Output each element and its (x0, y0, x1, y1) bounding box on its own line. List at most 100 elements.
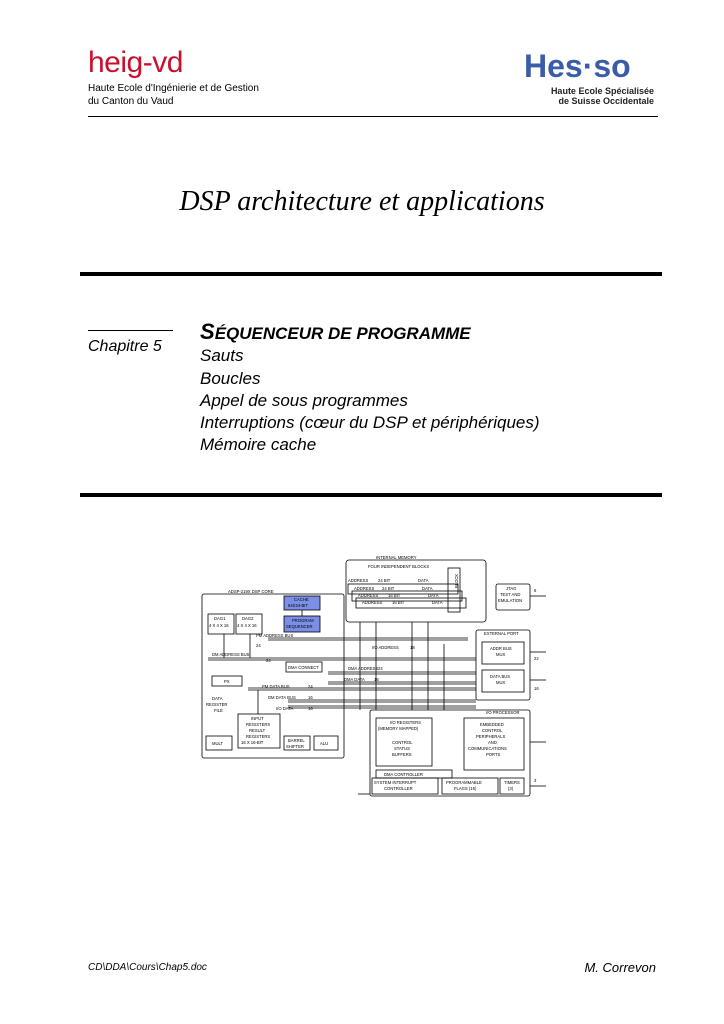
mult-box (205, 735, 233, 751)
label-barrel: BARREL (288, 738, 305, 743)
label-data: DATA (418, 578, 429, 583)
label-n24: 24 (378, 666, 383, 671)
label-px: PX (224, 679, 230, 684)
chapter-rule (88, 330, 173, 331)
label-emulation: EMULATION (498, 598, 522, 603)
label-data: DATA (422, 586, 433, 591)
label-pm-address-bus: PM ADDRESS BUS (256, 633, 293, 638)
label-dag2: DAG2 (242, 616, 254, 621)
label-sequencer: SEQUENCER (286, 624, 313, 629)
label-n16: 16 (534, 686, 539, 691)
label-buffers: BUFFERS (392, 752, 412, 757)
label-result: RESULT (249, 728, 266, 733)
heig-vd-line2: du Canton du Vaud (88, 96, 174, 107)
label-control: CONTROL (482, 728, 503, 733)
label-cache: CACHE (294, 597, 309, 602)
document-title: DSP architecture et applications (179, 186, 545, 217)
dag2-box (235, 613, 263, 635)
label-n16: 16 (374, 677, 379, 682)
label-n16: 16 (308, 695, 313, 700)
label-mult: MULT (212, 741, 224, 746)
label-24bit: 24 BIT (378, 578, 391, 583)
label-dma-data: DMA DATA (344, 677, 365, 682)
label-cache-size: 64X24-BIT (288, 603, 308, 608)
label-n18: 18 (410, 645, 415, 650)
label-program: PROGRAM (292, 618, 314, 623)
label-address: ADDRESS (358, 593, 378, 598)
memory-block-2 (351, 590, 463, 602)
label-dm-address-bus: DM ADDRESS BUS (212, 652, 250, 657)
heig-vd-logo: heig-vd (88, 46, 183, 79)
label-registers: REGISTERS (246, 734, 270, 739)
footer-file-path: CD\DDA\Cours\Chap5.doc (88, 962, 207, 973)
external-port-box (475, 629, 531, 701)
footer-author: M. Correvon (584, 960, 656, 975)
label-status: STATUS (394, 746, 410, 751)
block-label-column (447, 567, 461, 613)
label-address: ADDRESS (354, 586, 374, 591)
label-internal-memory: INTERNAL MEMORY (376, 555, 417, 560)
dag1-box (207, 613, 235, 635)
label-shifter: SHIFTER (286, 744, 304, 749)
label-register: REGISTER (206, 702, 227, 707)
bottom-thick-rule (80, 493, 662, 497)
label-n22: 22 (534, 656, 539, 661)
programmable-flags-box (441, 777, 499, 795)
label-controller: CONTROLLER (384, 786, 413, 791)
label-data: DATA (428, 593, 439, 598)
label-16bit: 16 BIT (388, 593, 401, 598)
label-n24: 24 (266, 658, 271, 663)
label-control: CONTROL (392, 740, 413, 745)
memory-block-3 (355, 597, 467, 609)
label-io-data: I/O DATA (276, 706, 294, 711)
label-address: ADDRESS (348, 578, 368, 583)
label-dag1: DAG1 (214, 616, 226, 621)
dsp-block-diagram: INTERNAL MEMORY FOUR INDEPENDENT BLOCKS … (201, 555, 546, 797)
label-dma-address: DMA ADDRESS (348, 666, 378, 671)
label-input: INPUT (251, 716, 264, 721)
io-registers-box (375, 717, 433, 767)
label-24bit: 24 BIT (382, 586, 395, 591)
dsp-core-box (201, 593, 345, 759)
jtag-box (495, 583, 531, 611)
label-n3: 3 (534, 778, 537, 783)
label-n24: 24 (308, 684, 313, 689)
label-and: AND (488, 740, 497, 745)
label-embedded: EMBEDDED (480, 722, 504, 727)
topic-item: Mémoire cache (200, 435, 317, 454)
label-dag-size: 4 X 4 X 16 (237, 623, 257, 628)
addr-bus-mux-box (481, 641, 525, 665)
label-address: ADDRESS (362, 600, 382, 605)
label-n6: 6 (534, 588, 537, 593)
label-timers: TIMERS (504, 780, 520, 785)
input-registers-box (237, 713, 281, 749)
timers-box (499, 777, 525, 795)
dma-connect-box (285, 661, 323, 673)
internal-memory-box (345, 559, 487, 623)
label-io-processor: I/O PROCESSOR (486, 710, 520, 715)
label-alu: ALU (320, 741, 328, 746)
io-processor-box (369, 709, 531, 797)
label-peripherals: PERIPHERALS (476, 734, 506, 739)
label-block: BLOCK (454, 574, 459, 588)
label-addr-bus: ADDR BUS (490, 646, 512, 651)
label-dag-size: 4 X 4 X 16 (209, 623, 229, 628)
label-dma-connect: DMA CONNECT (288, 665, 319, 670)
label-dma-controller: DMA CONTROLLER (384, 772, 423, 777)
header-rule (88, 116, 658, 117)
section-title: SÉQUENCEUR DE PROGRAMME (200, 319, 471, 345)
hes-so-line1: Haute Ecole Spécialisée (550, 86, 654, 96)
chapter-label: Chapitre 5 (88, 338, 162, 355)
label-memory-mapped: (MEMORY MAPPED) (378, 726, 419, 731)
label-jtag: JTAG (506, 586, 516, 591)
label-io-registers: I/O REGISTERS (390, 720, 421, 725)
data-bus-mux-box (481, 669, 525, 693)
hes-so-wordmark: Hes·so (524, 48, 631, 84)
label-core: ADSP-219X DSP CORE (228, 589, 274, 594)
heig-vd-line1: Haute Ecole d'Ingénierie et de Gestion (88, 83, 259, 94)
alu-box (313, 735, 339, 751)
label-mux: MUX (496, 652, 506, 657)
label-communications: COMMUNICATIONS (468, 746, 507, 751)
label-io-address: I/O ADDRESS (372, 645, 399, 650)
label-external-port: EXTERNAL PORT (484, 631, 519, 636)
